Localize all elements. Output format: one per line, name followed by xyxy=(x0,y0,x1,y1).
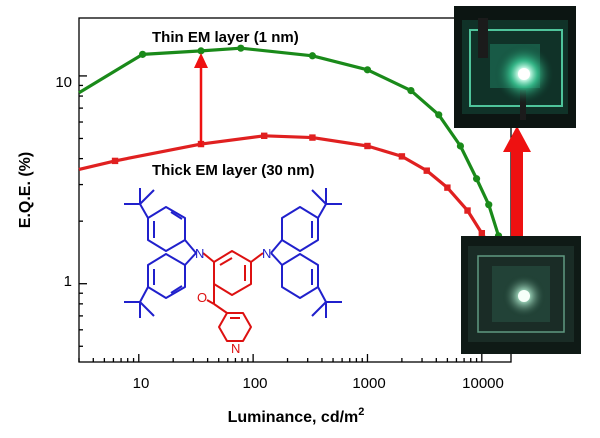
y-tick-label-1: 1 xyxy=(64,273,72,290)
x-axis-ticks xyxy=(78,354,483,362)
x-axis-title: Luminance, cd/m2 xyxy=(228,406,365,426)
point-thick xyxy=(309,134,316,141)
point-thick xyxy=(478,230,486,237)
x-tick-label-100: 100 xyxy=(242,375,267,392)
molecule-atom-n-left: N xyxy=(195,246,204,261)
x-tick-label-10: 10 xyxy=(133,375,150,392)
point-thin xyxy=(472,175,481,183)
photo-arrow xyxy=(503,126,531,236)
molecule-atom-n-right: N xyxy=(262,246,271,261)
series-layer xyxy=(78,44,512,275)
point-thin xyxy=(435,111,443,119)
device-photo-thin xyxy=(454,6,576,128)
point-thin xyxy=(456,142,465,150)
annotation-thick-em: Thick EM layer (30 nm) xyxy=(152,162,315,179)
enhancement-arrow xyxy=(194,53,208,147)
y-tick-label-10: 10 xyxy=(55,74,72,91)
y-axis-ticks xyxy=(79,75,87,347)
device-photo-thick xyxy=(461,236,581,354)
molecule-structure xyxy=(124,188,342,342)
y-axis-title: E.Q.E. (%) xyxy=(17,152,34,228)
point-thick xyxy=(364,142,371,150)
point-thick xyxy=(464,207,471,214)
photo-arrow-head xyxy=(503,126,531,152)
right-carbazole xyxy=(270,188,342,318)
x-axis-title-sup: 2 xyxy=(358,406,364,418)
series-line-thick xyxy=(78,134,507,272)
arrow-head xyxy=(194,53,208,68)
left-carbazole xyxy=(124,188,197,318)
point-thick xyxy=(423,167,430,174)
point-thin xyxy=(485,201,493,209)
photo-arrow-shaft xyxy=(511,150,523,236)
point-thin xyxy=(407,86,415,95)
x-tick-label-1000: 1000 xyxy=(352,375,385,392)
molecule-atom-n-pyridine: N xyxy=(231,341,240,356)
point-thin xyxy=(197,47,205,55)
point-thin xyxy=(139,50,147,58)
point-thick xyxy=(111,157,119,165)
point-thick xyxy=(444,184,451,191)
acceptor-core xyxy=(202,250,264,342)
point-thin xyxy=(237,44,245,52)
x-axis-title-text: Luminance, cd/m xyxy=(228,409,359,426)
annotation-thin-em: Thin EM layer (1 nm) xyxy=(152,29,299,46)
x-tick-label-10000: 10000 xyxy=(462,375,504,392)
molecule-atom-o: O xyxy=(197,290,207,305)
point-thin xyxy=(308,52,317,60)
point-thick xyxy=(261,132,268,140)
point-thin xyxy=(363,66,372,74)
point-thick xyxy=(398,153,406,160)
